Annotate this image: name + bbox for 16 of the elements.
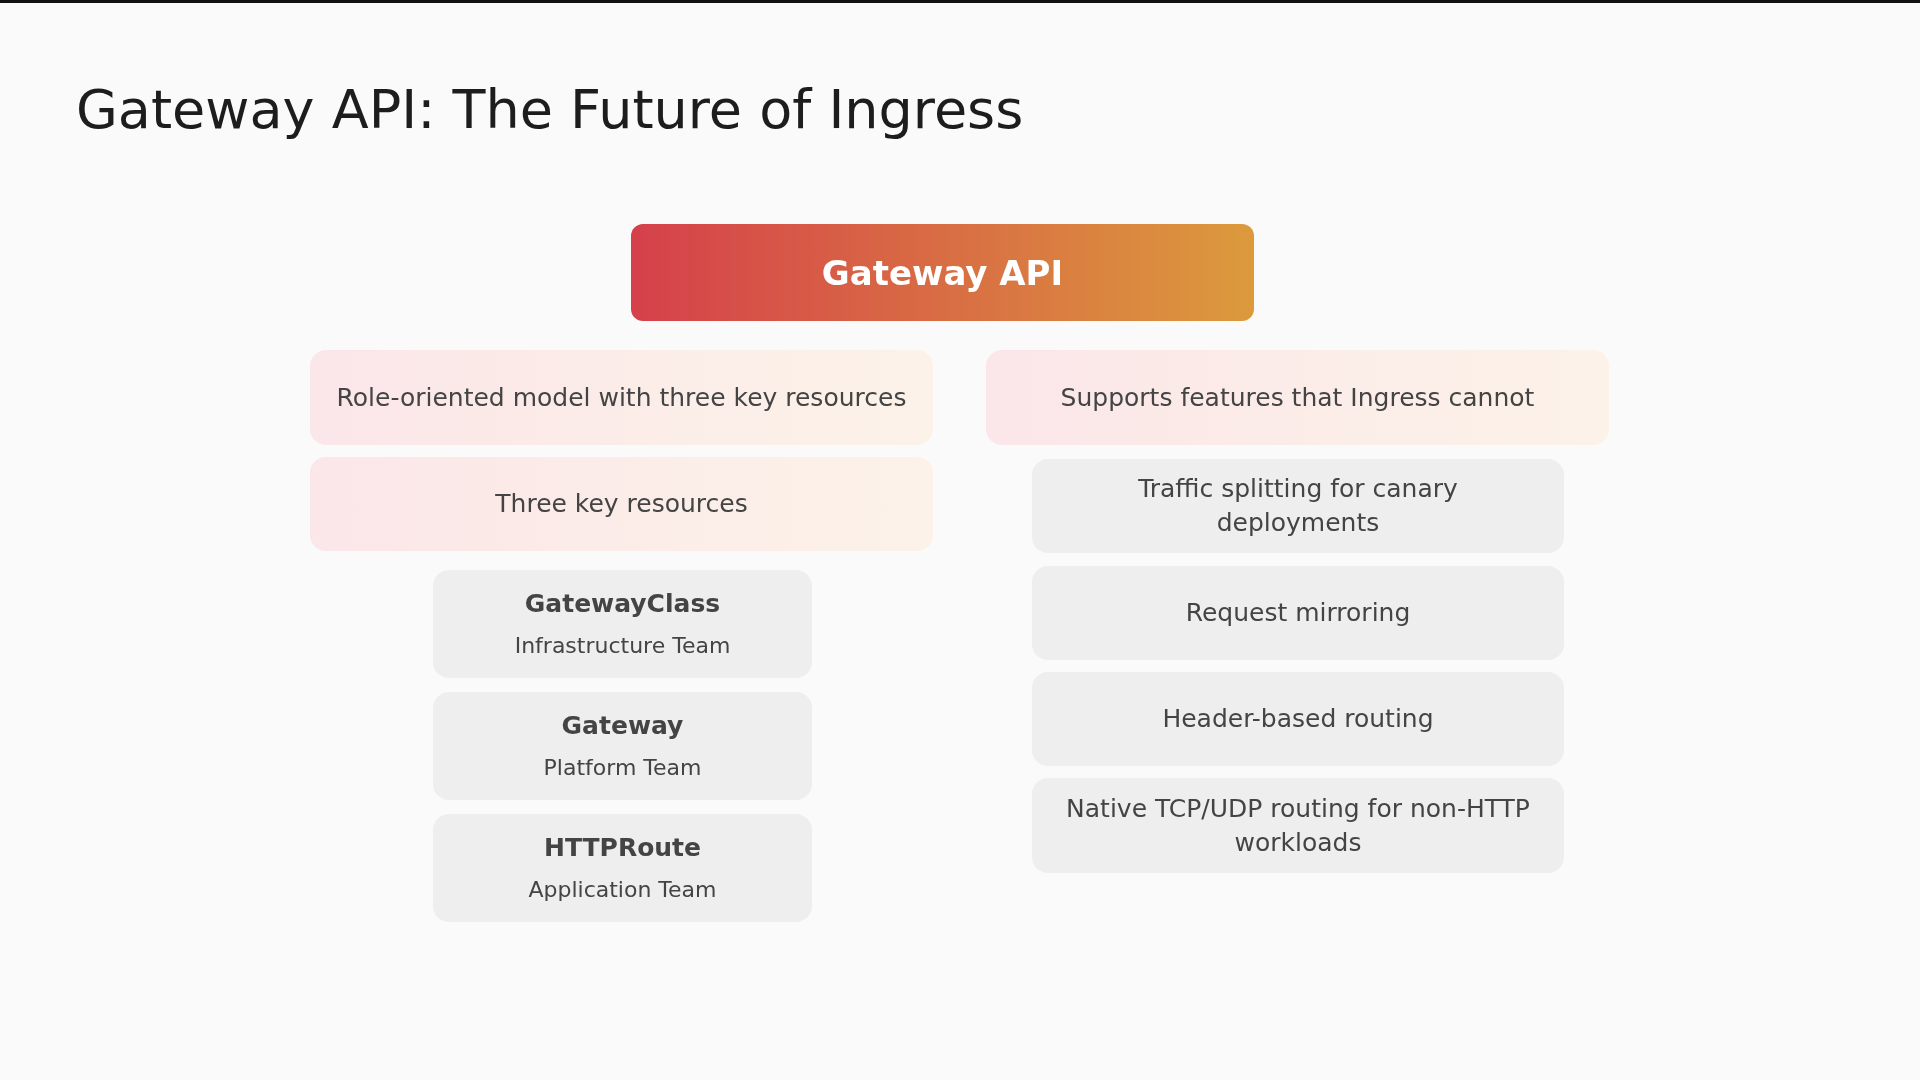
slide-title: Gateway API: The Future of Ingress — [76, 78, 1024, 141]
box-label: Gateway API — [821, 252, 1064, 293]
box-label: Header-based routing — [1162, 703, 1434, 736]
box-label: Role-oriented model with three key resources — [336, 381, 907, 414]
box-label: Request mirroring — [1185, 597, 1411, 630]
box-label: Supports features that Ingress cannot — [1060, 381, 1535, 414]
box-label: Native TCP/UDP routing for non-HTTP workloads — [1065, 792, 1531, 859]
header-box — [631, 224, 1254, 321]
box-label: HTTPRoute — [543, 832, 702, 865]
box-label: Gateway — [561, 710, 684, 743]
box-label: Three key resources — [495, 488, 748, 521]
box-sublabel: Application Team — [528, 876, 717, 905]
box-label: GatewayClass — [524, 588, 721, 621]
box-label: Traffic splitting for canary deployments — [1137, 473, 1459, 539]
box-sublabel: Infrastructure Team — [514, 632, 731, 661]
box-sublabel: Platform Team — [543, 754, 702, 783]
